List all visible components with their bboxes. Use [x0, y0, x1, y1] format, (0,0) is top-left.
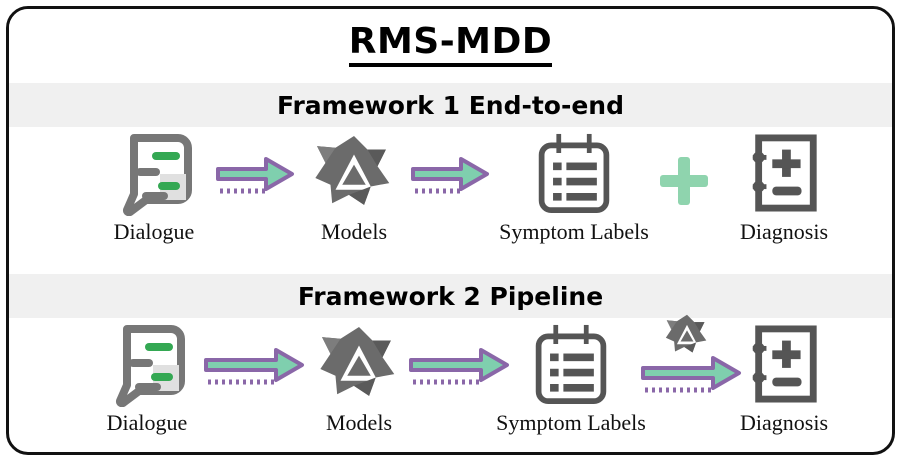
framework-2-label-diagnosis: Diagnosis [740, 410, 828, 435]
framework-2-arrow-2 [407, 344, 511, 390]
framework-1-arrow-2 [409, 153, 491, 199]
framework-1-arrow-1 [214, 153, 296, 199]
framework-2-node-dialogue: Dialogue [72, 318, 222, 448]
dialogue-bubble-icon [112, 127, 196, 219]
dotted-arrow-right-icon [641, 356, 741, 393]
models-3d-icon [665, 314, 707, 353]
dotted-arrow-right-icon [411, 157, 489, 194]
notebook-plus-minus-icon [745, 127, 823, 219]
framework-1-node-diagnosis: Diagnosis [709, 127, 859, 257]
framework-1-node-symptom-labels: Symptom Labels [499, 127, 649, 257]
framework-1-plus [639, 153, 729, 209]
dotted-arrow-right-icon [216, 157, 294, 194]
framework-1-label-dialogue: Dialogue [113, 219, 195, 244]
framework-1-node-models: Models [279, 127, 429, 257]
figure-title: RMS-MDD [348, 23, 553, 67]
framework-1-label-models: Models [321, 219, 387, 244]
dotted-arrow-right-icon [409, 348, 509, 385]
plus-icon [660, 157, 708, 205]
framework-2-node-diagnosis: Diagnosis [709, 318, 859, 448]
framework-2-arrow-3 [639, 352, 743, 398]
dotted-arrow-right-icon [204, 348, 304, 385]
framework-1-label-diagnosis: Diagnosis [740, 219, 828, 244]
framework-2-flow: Dialogue Models [9, 314, 892, 452]
framework-2-label-models: Models [326, 410, 392, 435]
framework-2-header-text: Framework 2 Pipeline [297, 281, 604, 311]
framework-2-arrow-1 [202, 344, 306, 390]
figure-title-band: RMS-MDD [9, 9, 892, 81]
models-3d-icon [317, 318, 401, 410]
rms-mdd-figure: RMS-MDD Framework 1 End-to-end Dialogue [6, 6, 895, 455]
dialogue-bubble-icon [105, 318, 189, 410]
clipboard-checklist-icon [531, 318, 611, 410]
framework-1-label-symptom-labels: Symptom Labels [499, 219, 649, 244]
framework-2-label-dialogue: Dialogue [106, 410, 188, 435]
framework-1-node-dialogue: Dialogue [79, 127, 229, 257]
framework-1-header-band: Framework 1 End-to-end [9, 83, 892, 127]
framework-1-flow: Dialogue Models [9, 127, 892, 274]
framework-2-arrow-3-model-badge [664, 312, 710, 363]
notebook-plus-minus-icon [745, 318, 823, 410]
framework-2-header-band: Framework 2 Pipeline [9, 274, 892, 318]
models-3d-icon [312, 127, 396, 219]
framework-2-label-symptom-labels: Symptom Labels [496, 410, 646, 435]
framework-2-node-symptom-labels: Symptom Labels [496, 318, 646, 448]
clipboard-checklist-icon [534, 127, 614, 219]
framework-2-node-models: Models [284, 318, 434, 448]
framework-1-header-text: Framework 1 End-to-end [276, 90, 624, 120]
